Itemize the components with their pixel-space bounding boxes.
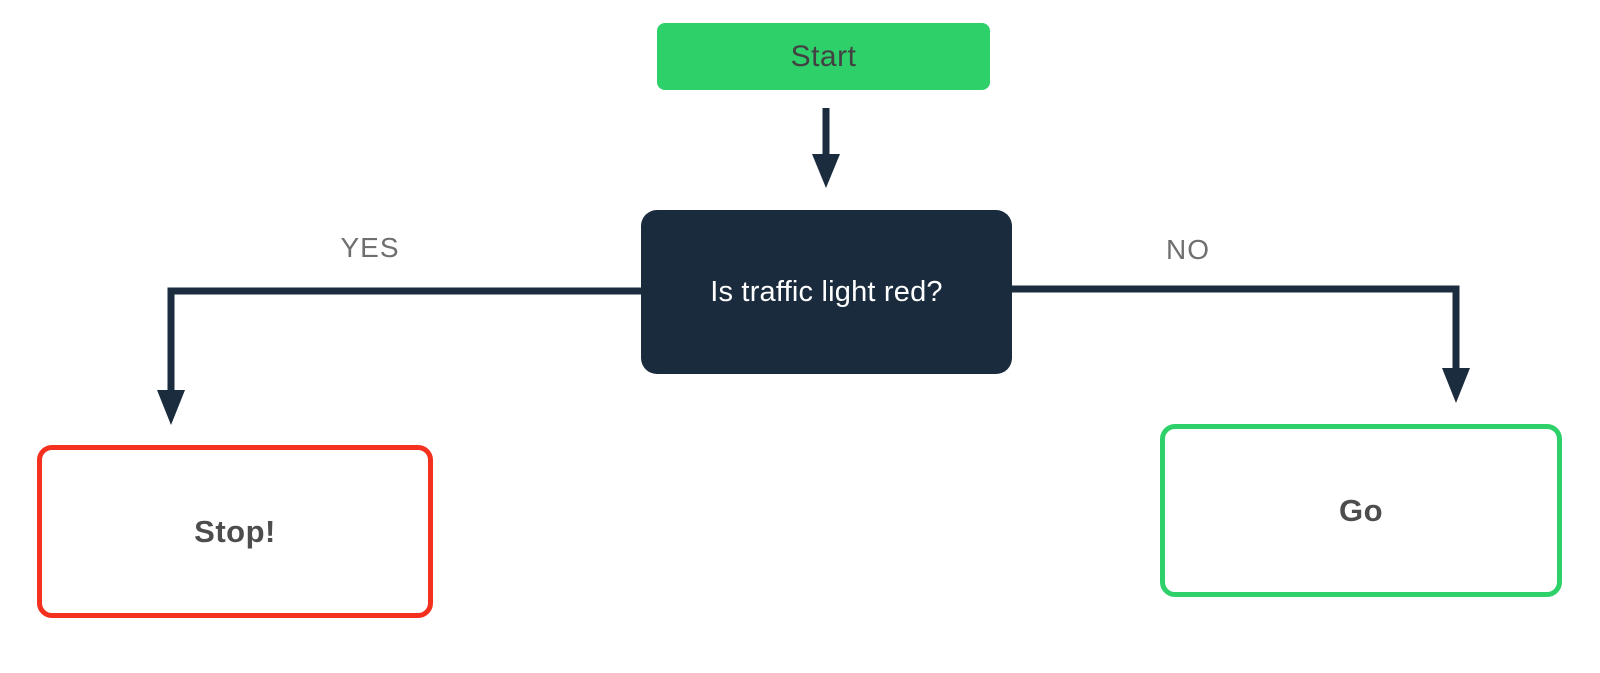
node-decision: Is traffic light red? — [641, 210, 1012, 374]
node-start: Start — [657, 23, 990, 90]
start-label: Start — [790, 39, 857, 73]
go-label: Go — [1338, 492, 1384, 528]
connector-line — [1011, 285, 1460, 370]
arrow-start-to-decision — [812, 108, 840, 188]
decision-label: Is traffic light red? — [710, 275, 943, 308]
stop-label: Stop! — [194, 513, 276, 549]
connector-line — [167, 287, 641, 392]
arrowhead-icon — [812, 154, 840, 188]
node-go: Go — [1160, 424, 1562, 597]
arrowhead-icon — [1442, 368, 1470, 403]
arrow-no-branch — [1011, 285, 1470, 403]
arrowhead-icon — [157, 390, 185, 425]
edge-label-yes: YES — [340, 232, 400, 263]
arrow-yes-branch — [157, 287, 641, 425]
edge-label-no: NO — [1166, 234, 1210, 265]
node-stop: Stop! — [37, 445, 433, 618]
